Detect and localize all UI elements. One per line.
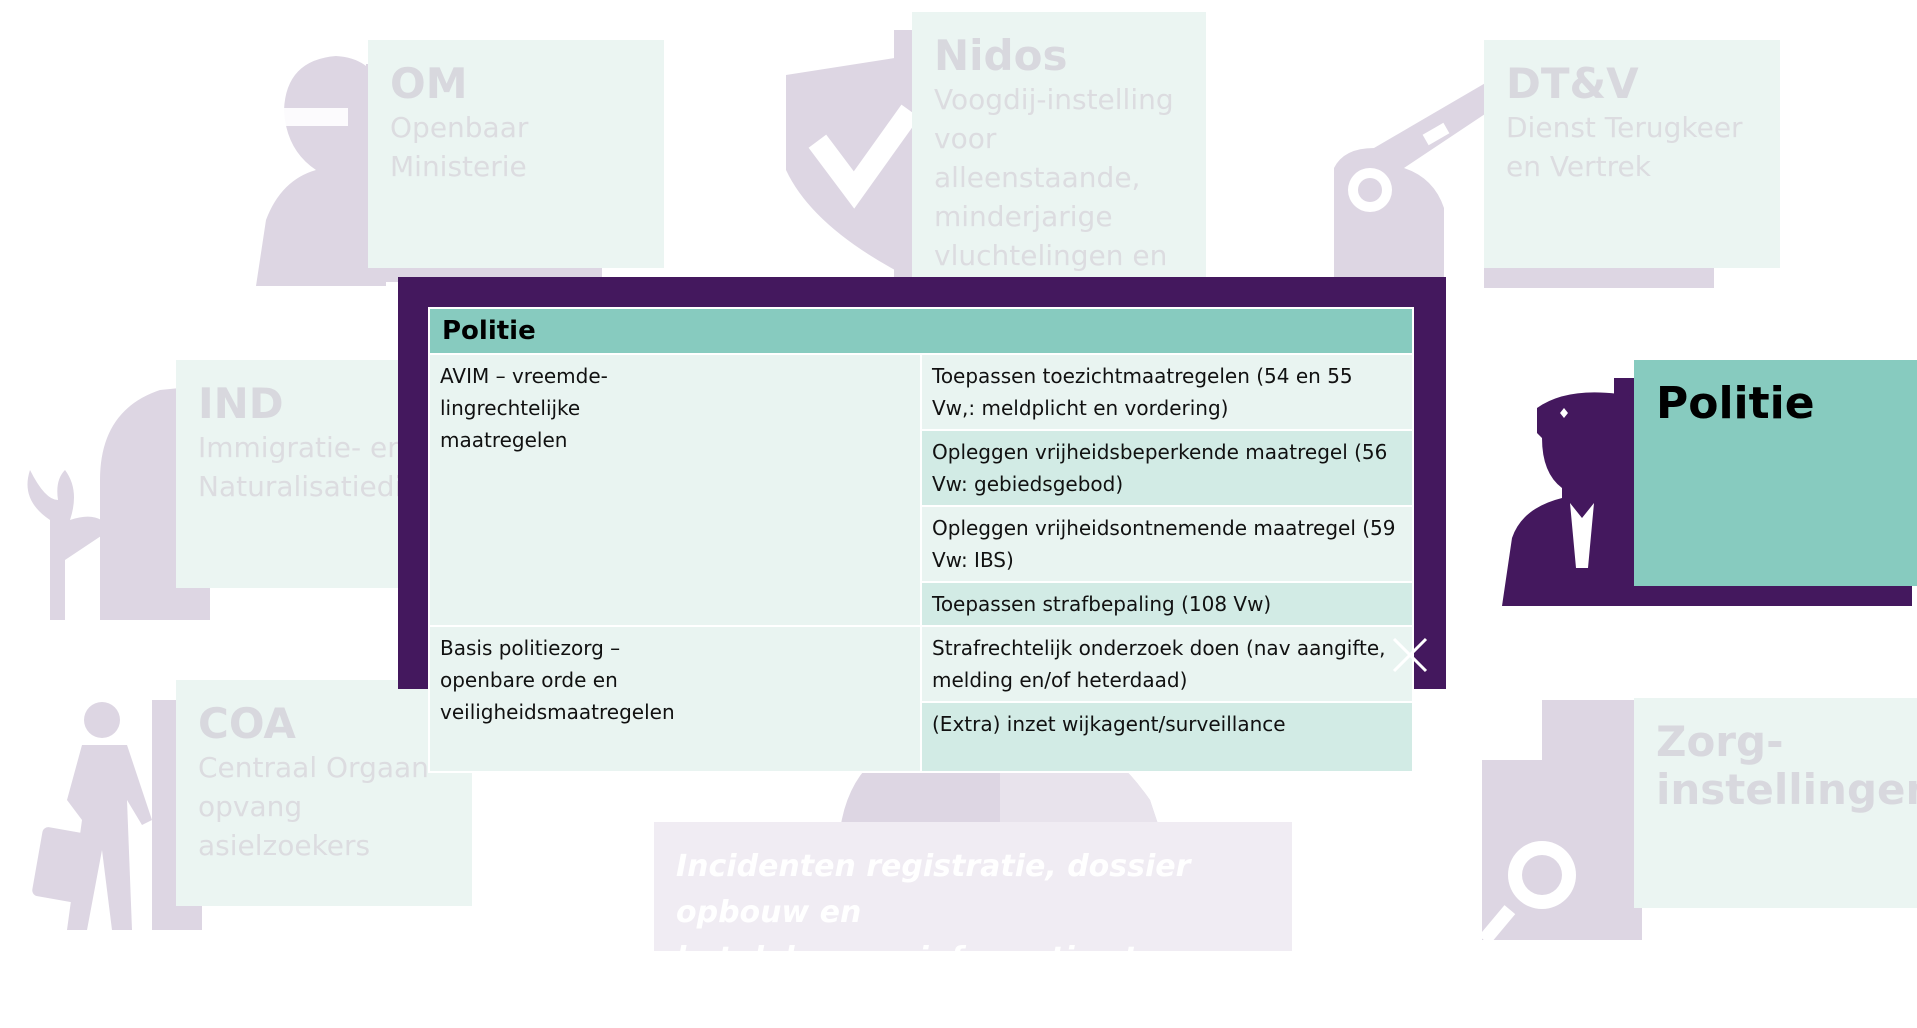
table-row: (Extra) inzet wijkagent/surveillance xyxy=(429,701,1414,773)
nidos-subtitle-line: voor alleenstaande, xyxy=(934,122,1141,194)
banner-line: Incidenten registratie, dossier opbouw e… xyxy=(676,849,1191,930)
close-icon[interactable] xyxy=(1388,633,1432,677)
category-line: openbare orde en xyxy=(440,668,618,692)
coa-subtitle-line: Centraal Orgaan xyxy=(198,751,429,784)
measure-cell: Strafrechtelijk onderzoek doen (nav aang… xyxy=(920,625,1414,703)
measure-cell: (Extra) inzet wijkagent/surveillance xyxy=(920,701,1414,773)
om-card[interactable]: OM Openbaar Ministerie xyxy=(368,40,664,268)
coa-subtitle-line: opvang xyxy=(198,790,303,823)
om-subtitle-line: Openbaar xyxy=(390,111,529,144)
zorg-card[interactable]: Zorg- instellingen xyxy=(1634,698,1917,908)
dtv-card[interactable]: DT&V Dienst Terugkeer en Vertrek xyxy=(1484,40,1780,268)
zorg-title: Zorg- xyxy=(1656,717,1784,766)
ind-subtitle-line: Immigratie- en xyxy=(198,431,405,464)
category-cell: AVIM – vreemde- lingrechtelijke maatrege… xyxy=(428,353,922,627)
coa-card[interactable]: COA Centraal Orgaan opvang asielzoekers xyxy=(176,680,472,906)
zorg-title-line2: instellingen xyxy=(1656,765,1917,814)
category-line: AVIM – vreemde- xyxy=(440,364,608,388)
nidos-subtitle-line: vluchtelingen en xyxy=(934,239,1168,272)
table-row: AVIM – vreemde- lingrechtelijke maatrege… xyxy=(428,353,1414,627)
nidos-subtitle-line: minderjarige xyxy=(934,200,1113,233)
category-line: veiligheidsmaatregelen xyxy=(440,700,675,724)
dtv-title: DT&V xyxy=(1506,59,1639,108)
dtv-subtitle-line: en Vertrek xyxy=(1506,150,1651,183)
measure-cell: Opleggen vrijheidsontnemende maatregel (… xyxy=(920,505,1414,583)
dtv-subtitle-line: Dienst Terugkeer xyxy=(1506,111,1743,144)
table-row: Basis politiezorg – openbare orde en vei… xyxy=(428,625,1414,773)
info-banner: Incidenten registratie, dossier opbouw e… xyxy=(654,822,1292,1022)
category-line: Basis politiezorg – xyxy=(440,636,621,660)
table-row: Opleggen vrijheidsontnemende maatregel (… xyxy=(429,505,1414,583)
category-line: lingrechtelijke xyxy=(440,396,581,420)
coa-title: COA xyxy=(198,699,296,748)
nidos-card[interactable]: Nidos Voogdij-instelling voor alleenstaa… xyxy=(912,12,1206,278)
om-subtitle-line: Ministerie xyxy=(390,150,527,183)
ind-title: IND xyxy=(198,379,284,428)
table-header-row: Politie xyxy=(428,307,1414,355)
nidos-title: Nidos xyxy=(934,31,1068,80)
modal-title: Politie xyxy=(428,307,1414,355)
category-cell: Basis politiezorg – openbare orde en vei… xyxy=(428,625,922,773)
om-title: OM xyxy=(390,59,468,108)
politie-measures-table: Politie AVIM – vreemde- lingrechtelijke … xyxy=(428,307,1414,773)
measure-cell: Toepassen toezichtmaatregelen (54 en 55 … xyxy=(920,353,1414,431)
politie-card[interactable]: Politie xyxy=(1634,360,1917,586)
measure-cell: Opleggen vrijheidsbeperkende maatregel (… xyxy=(920,429,1414,507)
nidos-subtitle-line: Voogdij-instelling xyxy=(934,83,1174,116)
table-row: Toepassen strafbepaling (108 Vw) xyxy=(429,581,1414,627)
politie-modal: Politie AVIM – vreemde- lingrechtelijke … xyxy=(398,277,1446,773)
table-row: Opleggen vrijheidsbeperkende maatregel (… xyxy=(429,429,1414,507)
coa-subtitle-line: asielzoekers xyxy=(198,829,371,862)
politie-title: Politie xyxy=(1656,378,1815,429)
category-line: maatregelen xyxy=(440,428,568,452)
magnifier-icon xyxy=(1482,700,1642,940)
banner-line: het delen van informatie staan centraal xyxy=(676,941,1200,1022)
measure-cell: Toepassen strafbepaling (108 Vw) xyxy=(920,581,1414,627)
